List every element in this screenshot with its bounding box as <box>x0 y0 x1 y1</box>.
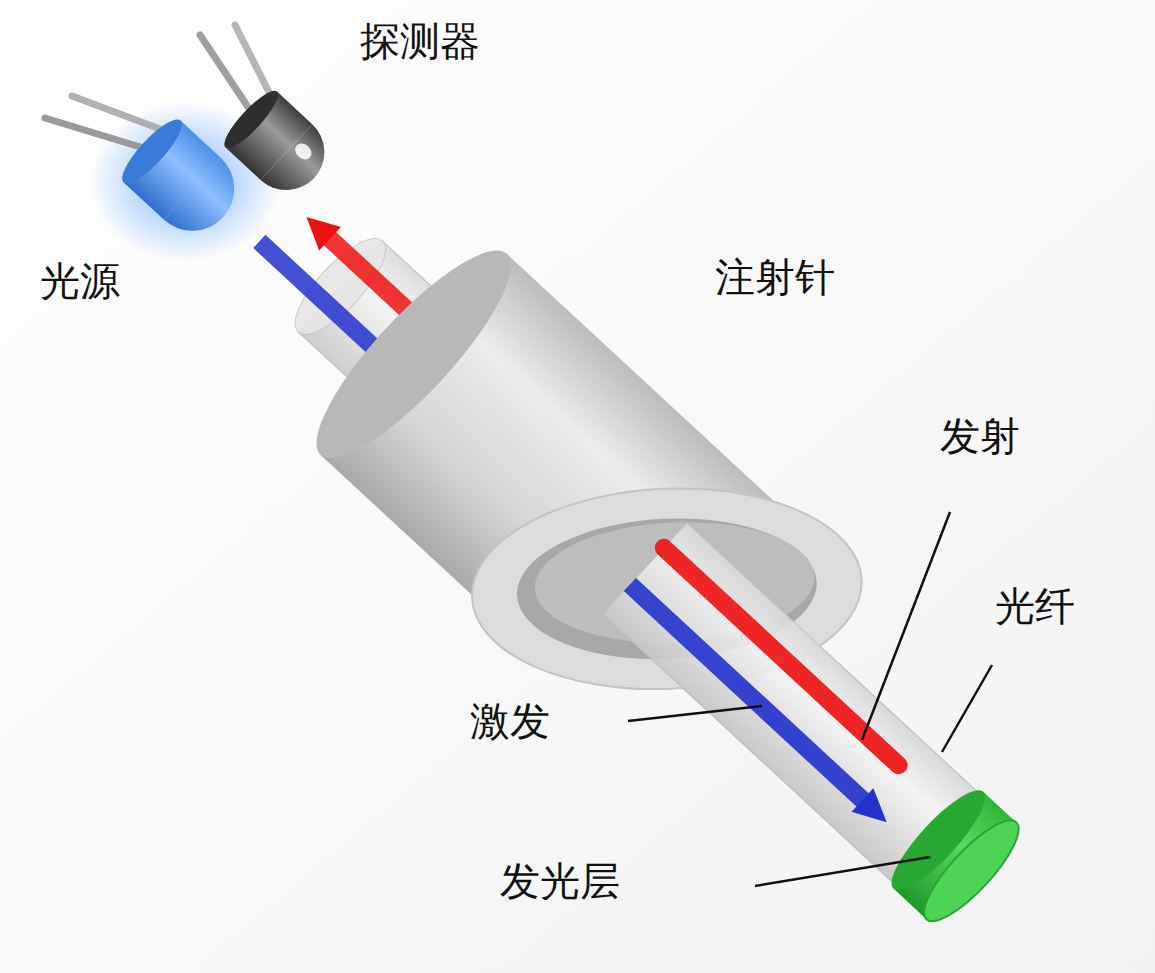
part-label: 探测器 <box>360 18 480 64</box>
leader-line <box>755 857 930 886</box>
part-label: 光源 <box>40 258 120 304</box>
part-label: 发光层 <box>500 858 620 904</box>
leader-line <box>628 706 762 721</box>
part-label: 激发 <box>470 698 550 744</box>
part-label: 注射针 <box>715 254 835 300</box>
leader-line <box>862 512 950 740</box>
part-label: 发射 <box>940 413 1020 459</box>
leader-line <box>942 665 992 752</box>
part-label: 光纤 <box>995 583 1075 629</box>
